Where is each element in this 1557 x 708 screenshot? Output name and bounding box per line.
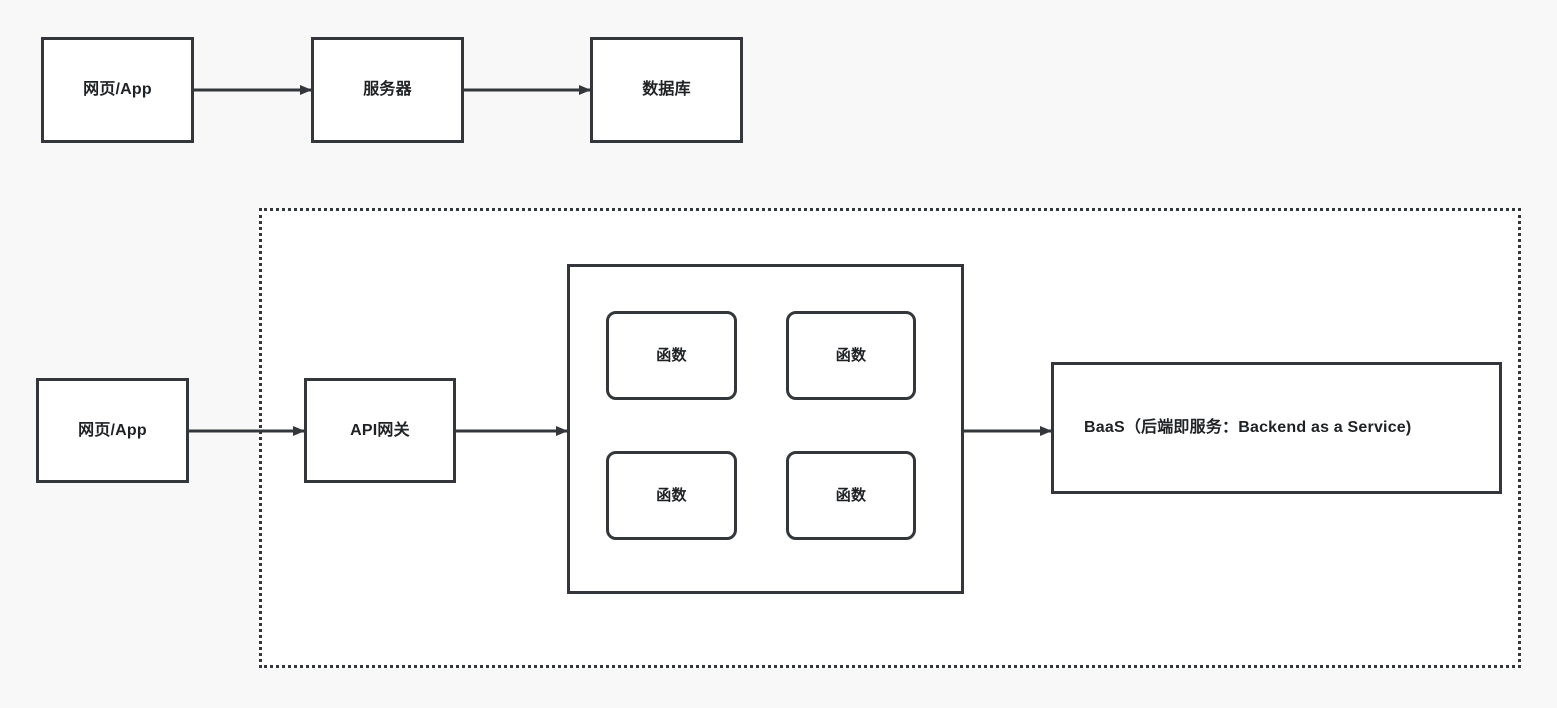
- node-server-label: 服务器: [363, 81, 412, 99]
- node-baas[interactable]: BaaS（后端即服务：Backend as a Service): [1051, 362, 1502, 494]
- node-client-bottom-label: 网页/App: [78, 421, 147, 439]
- node-function-3[interactable]: 函数: [606, 451, 737, 540]
- node-function-container[interactable]: [567, 264, 964, 594]
- node-client-bottom[interactable]: 网页/App: [36, 378, 189, 483]
- node-api-gateway-label: API网关: [350, 421, 410, 439]
- node-function-2-label: 函数: [835, 346, 867, 364]
- node-client-top-label: 网页/App: [83, 81, 152, 99]
- node-database[interactable]: 数据库: [590, 37, 743, 143]
- node-function-3-label: 函数: [656, 486, 687, 504]
- node-api-gateway[interactable]: API网关: [304, 378, 456, 483]
- node-server[interactable]: 服务器: [311, 37, 464, 143]
- node-client-top[interactable]: 网页/App: [41, 37, 194, 143]
- node-function-2[interactable]: 函数: [786, 311, 916, 400]
- node-database-label: 数据库: [642, 81, 691, 99]
- node-function-1-label: 函数: [656, 346, 687, 364]
- node-function-4[interactable]: 函数: [786, 451, 916, 540]
- node-function-4-label: 函数: [835, 486, 867, 504]
- node-baas-label: BaaS（后端即服务：Backend as a Service): [1084, 419, 1412, 437]
- node-function-1[interactable]: 函数: [606, 311, 737, 400]
